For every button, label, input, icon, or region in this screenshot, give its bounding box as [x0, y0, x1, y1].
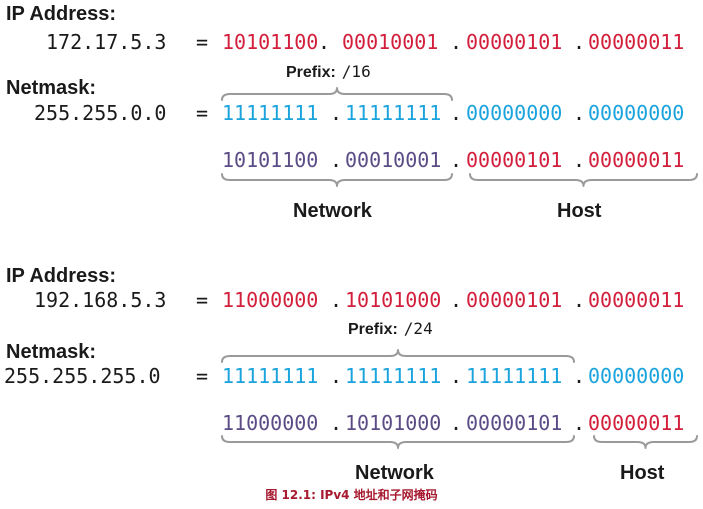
octet-separator: . — [330, 101, 343, 125]
octet-separator: . — [330, 148, 343, 172]
octet-separator: . — [330, 364, 343, 388]
ip-binary-octet: 10101100 — [222, 30, 319, 54]
equals-sign: = — [196, 30, 209, 54]
network-bits-octet: 00000101 — [466, 411, 563, 435]
netmask-binary-octet: 00000000 — [466, 101, 563, 125]
ip-binary-octet: 00000011 — [588, 30, 685, 54]
ip-binary-octet: 00000011 — [588, 288, 685, 312]
prefix-value: /16 — [341, 62, 371, 81]
ip-binary-octet: 10101000 — [345, 288, 442, 312]
ip-decimal: 192.168.5.3 — [34, 288, 167, 312]
netmask-decimal: 255.255.0.0 — [34, 101, 167, 125]
network-bits-octet: 11000000 — [222, 411, 319, 435]
equals-sign: = — [196, 288, 209, 312]
octet-separator: . — [330, 411, 343, 435]
prefix-value: /24 — [403, 319, 433, 338]
prefix-label: Prefix: /24 — [348, 321, 433, 338]
ip-decimal: 172.17.5.3 — [46, 30, 167, 54]
octet-separator: . — [450, 364, 463, 388]
prefix-brace — [221, 349, 575, 363]
ip-binary-octet: 11000000 — [222, 288, 319, 312]
octet-separator: . — [573, 148, 586, 172]
host-label: Host — [557, 200, 602, 222]
octet-separator: . — [330, 288, 343, 312]
prefix-text: Prefix: — [286, 64, 336, 81]
network-brace — [221, 173, 453, 187]
octet-separator: . — [450, 30, 463, 54]
equals-sign: = — [196, 364, 209, 388]
equals-sign: = — [196, 101, 209, 125]
network-bits-octet: 10101100 — [222, 148, 319, 172]
host-bits-octet: 00000011 — [588, 148, 685, 172]
host-label: Host — [620, 462, 665, 484]
figure-caption: 图 12.1: IPv4 地址和子网掩码 — [265, 488, 438, 502]
host-brace — [593, 435, 698, 449]
netmask-binary-octet: 11111111 — [345, 101, 442, 125]
network-bits-octet: 10101000 — [345, 411, 442, 435]
octet-separator: . — [450, 148, 463, 172]
network-label: Network — [355, 462, 434, 484]
ip-binary-octet: 00010001 — [342, 30, 439, 54]
ip-binary-octet: 00000101 — [466, 288, 563, 312]
netmask-binary-octet: 00000000 — [588, 364, 685, 388]
netmask-binary-octet: 11111111 — [222, 101, 319, 125]
ip-address-label: IP Address: — [6, 265, 117, 287]
ip-binary-octet: 00000101 — [466, 30, 563, 54]
netmask-label: Netmask: — [6, 77, 97, 99]
octet-separator: . — [573, 30, 586, 54]
network-brace — [221, 435, 575, 449]
octet-separator: . — [318, 30, 331, 54]
network-bits-octet: 00010001 — [345, 148, 442, 172]
netmask-binary-octet: 11111111 — [222, 364, 319, 388]
octet-separator: . — [573, 411, 586, 435]
host-bits-octet: 00000011 — [588, 411, 685, 435]
netmask-label: Netmask: — [6, 341, 97, 363]
prefix-label: Prefix: /16 — [286, 64, 371, 81]
host-brace — [469, 173, 698, 187]
netmask-binary-octet: 00000000 — [588, 101, 685, 125]
octet-separator: . — [450, 411, 463, 435]
network-label: Network — [293, 200, 372, 222]
netmask-binary-octet: 11111111 — [466, 364, 563, 388]
netmask-decimal: 255.255.255.0 — [4, 364, 161, 388]
octet-separator: . — [450, 288, 463, 312]
host-bits-octet: 00000101 — [466, 148, 563, 172]
prefix-brace — [221, 87, 453, 101]
octet-separator: . — [573, 101, 586, 125]
octet-separator: . — [573, 364, 586, 388]
prefix-text: Prefix: — [348, 321, 398, 338]
ip-address-label: IP Address: — [6, 3, 117, 25]
octet-separator: . — [450, 101, 463, 125]
netmask-binary-octet: 11111111 — [345, 364, 442, 388]
octet-separator: . — [573, 288, 586, 312]
